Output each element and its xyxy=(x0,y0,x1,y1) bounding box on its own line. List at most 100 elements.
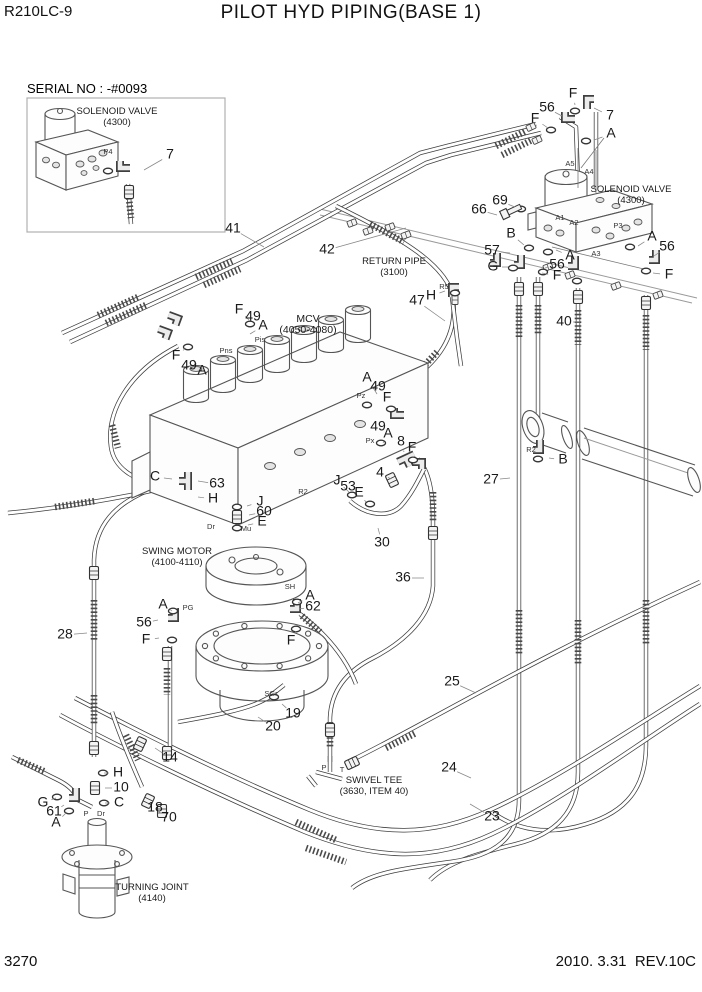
callout-A: A xyxy=(606,125,616,141)
callout-23: 23 xyxy=(484,808,500,824)
callout-B: B xyxy=(506,225,515,241)
component-label: (4300) xyxy=(617,195,644,206)
callout-42: 42 xyxy=(319,241,335,257)
fitting-elbow xyxy=(652,290,664,300)
port-label-SGr: SGr xyxy=(264,689,278,698)
callout-53: 53 xyxy=(340,478,356,494)
callout-G: G xyxy=(38,794,49,810)
port-label-P: P xyxy=(83,809,88,818)
callout-A: A xyxy=(383,425,393,441)
callout-61: 61 xyxy=(46,803,62,819)
fitting-elbow xyxy=(384,222,396,232)
callout-F: F xyxy=(531,110,540,126)
fitting-ring xyxy=(231,524,243,532)
component-label: (4140) xyxy=(138,893,165,904)
port-label-P3: P3 xyxy=(613,221,622,230)
component-label: (3630, ITEM 40) xyxy=(340,786,409,797)
callout-70: 70 xyxy=(161,809,177,825)
page-number: 3270 xyxy=(4,953,38,970)
callout-20: 20 xyxy=(265,718,281,734)
fitting-ring xyxy=(231,503,243,511)
fitting-ring xyxy=(407,456,419,464)
fitting-elbow xyxy=(649,250,660,264)
fitting-ring xyxy=(571,277,583,285)
callout-56: 56 xyxy=(136,614,152,630)
callout-J: J xyxy=(257,493,264,509)
callout-60: 60 xyxy=(256,503,272,519)
component-label: SOLENOID VALVE xyxy=(77,106,158,117)
callout-A: A xyxy=(197,362,207,378)
fitting-elbow xyxy=(451,295,459,305)
callout-A: A xyxy=(305,587,315,603)
port-label-P4: P4 xyxy=(103,147,112,156)
fitting-ring xyxy=(507,264,519,272)
callout-A: A xyxy=(51,814,61,830)
fitting-ring xyxy=(449,289,461,297)
callout-63: 63 xyxy=(209,475,225,491)
fitting-elbow xyxy=(344,756,360,770)
fitting-elbow xyxy=(610,281,622,291)
callout-27: 27 xyxy=(483,471,499,487)
callout-A: A xyxy=(565,247,575,263)
fitting-ring xyxy=(542,248,554,256)
port-label-SH: SH xyxy=(285,582,295,591)
fitting-elbow xyxy=(427,525,439,541)
fitting-ring xyxy=(580,137,592,145)
port-label-Pns: Pns xyxy=(220,346,233,355)
swing-motor xyxy=(195,546,329,722)
callout-28: 28 xyxy=(57,626,73,642)
port-label-A4: A4 xyxy=(584,167,593,176)
fitting-elbow xyxy=(231,509,243,525)
serial-inset: SERIAL NO : -#0093 xyxy=(26,81,226,233)
callout-F: F xyxy=(553,267,562,283)
fitting-elbow xyxy=(157,325,174,341)
callout-41: 41 xyxy=(225,220,241,236)
port-label-Pis: Pis xyxy=(255,335,266,344)
callout-F: F xyxy=(408,439,417,455)
callout-47: 47 xyxy=(409,292,425,308)
callout-24: 24 xyxy=(441,759,457,775)
callout-49: 49 xyxy=(370,378,386,394)
fitting-ring xyxy=(569,107,581,115)
callout-66: 66 xyxy=(471,201,487,217)
callout-57: 57 xyxy=(484,242,500,258)
port-label-R5: R5 xyxy=(439,282,449,291)
callout-C: C xyxy=(150,468,160,484)
callout-F: F xyxy=(235,301,244,317)
page-title: PILOT HYD PIPING(BASE 1) xyxy=(220,2,482,23)
callout-30: 30 xyxy=(374,534,390,550)
fitting-elbow xyxy=(572,289,584,305)
fitting-tee xyxy=(396,450,416,468)
component-label: (4050-4080) xyxy=(279,324,336,336)
hoses-and-pipes xyxy=(7,112,702,890)
turning-joint xyxy=(61,817,133,919)
fitting-elbow xyxy=(156,803,168,819)
callout-56: 56 xyxy=(659,238,675,254)
callout-F: F xyxy=(172,347,181,363)
port-label-R2: R2 xyxy=(298,487,308,496)
fittings-layer xyxy=(51,95,664,819)
callout-B: B xyxy=(558,451,567,467)
fitting-elbow xyxy=(513,281,525,297)
port-label-PG: PG xyxy=(183,603,194,612)
fitting-ring xyxy=(385,405,397,413)
leader-lines xyxy=(51,102,661,817)
callout-A: A xyxy=(158,596,168,612)
fitting-elbow xyxy=(69,788,80,802)
component-label: SOLENOID VALVE xyxy=(591,184,672,195)
model-code: R210LC-9 xyxy=(4,3,73,20)
callout-8: 8 xyxy=(397,433,405,449)
callout-40: 40 xyxy=(556,313,572,329)
component-label: (3100) xyxy=(380,267,407,278)
fitting-elbow xyxy=(362,226,374,236)
fitting-elbow xyxy=(561,112,575,123)
fitting-ring xyxy=(364,500,376,508)
fitting-elbow xyxy=(88,740,100,756)
callout-A: A xyxy=(362,369,372,385)
fitting-elbow xyxy=(490,253,501,267)
solenoid-valve xyxy=(527,137,654,271)
fitting-elbow xyxy=(161,646,173,662)
fitting-bolt xyxy=(498,203,523,221)
port-label-A3: A3 xyxy=(591,249,600,258)
